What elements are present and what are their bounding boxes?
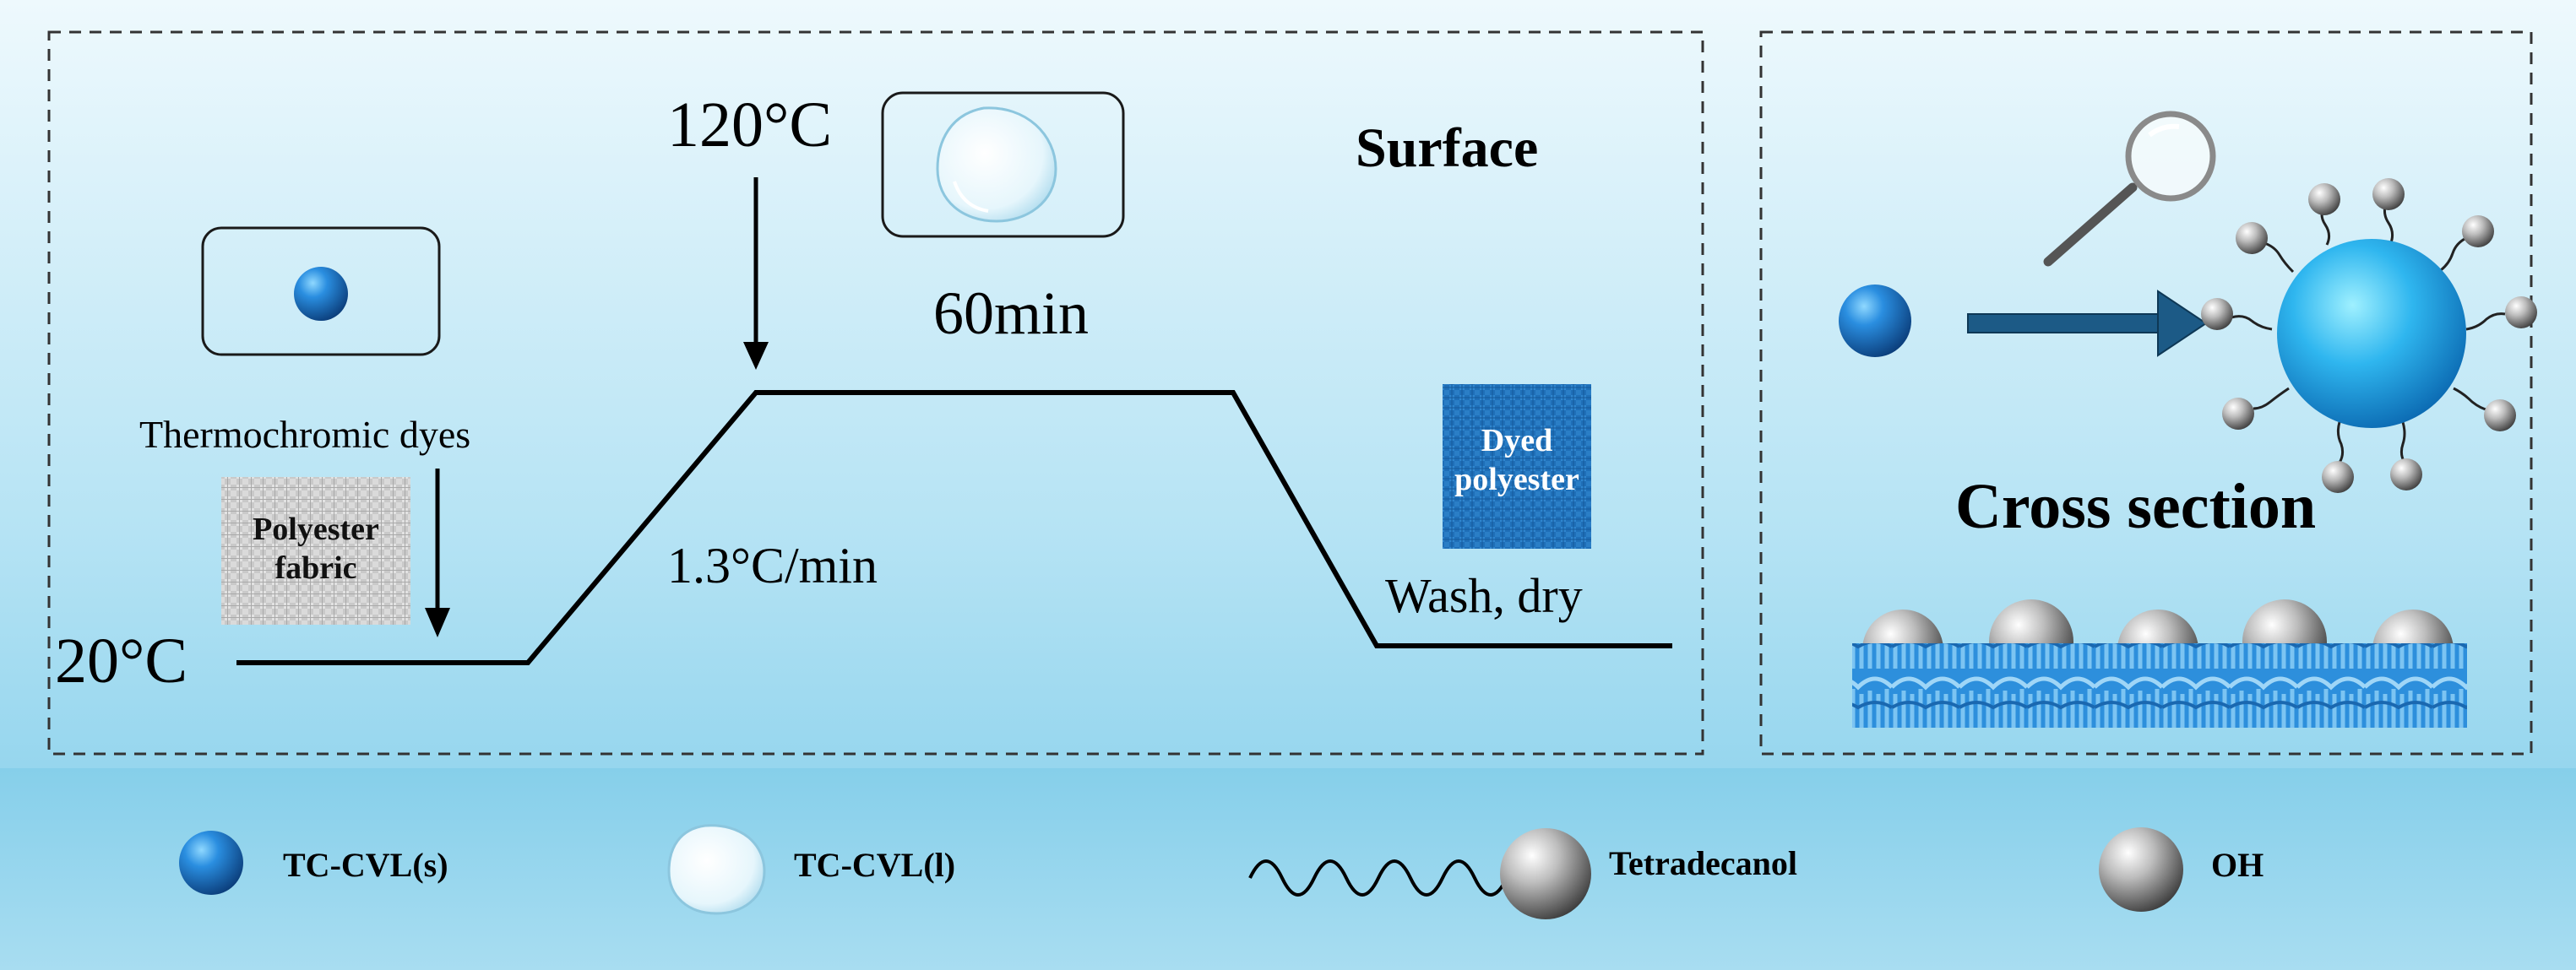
cross-section-panel-border	[1759, 30, 2533, 756]
cross-section-title: Cross section	[1955, 471, 2317, 542]
legend-label-tc-cvl-solid: TC-CVL(s)	[283, 846, 448, 884]
solid-blue-sphere-icon	[179, 831, 243, 895]
solid-blue-sphere-icon	[1839, 284, 1911, 357]
arrow-right-icon	[1967, 290, 2208, 357]
temperature-low-label: 20°C	[55, 626, 188, 696]
legend-label-tetradecanol: Tetradecanol	[1609, 844, 1797, 882]
droplet-box	[881, 91, 1125, 238]
temperature-profile-line	[236, 390, 1672, 665]
polyester-fabric-swatch	[221, 477, 410, 625]
functionalized-sphere-icon	[2201, 178, 2537, 493]
surface-panel-title: Surface	[1356, 117, 1539, 179]
dyed-polyester-label: Dyed polyester	[1454, 423, 1579, 497]
solid-blue-sphere-icon	[294, 267, 348, 321]
arrow-down-icon	[425, 469, 450, 637]
grey-sphere-icon	[2099, 827, 2183, 912]
liquid-droplet-icon	[667, 824, 766, 915]
ramp-rate-label: 1.3°C/min	[667, 538, 878, 593]
hold-time-label: 60min	[933, 279, 1090, 347]
fabric-cross-section	[1852, 599, 2467, 728]
surface-panel-border	[47, 30, 1704, 756]
droplet-highlight	[953, 181, 989, 213]
legend-label-tc-cvl-liquid: TC-CVL(l)	[794, 846, 956, 884]
wash-dry-label: Wash, dry	[1385, 568, 1583, 623]
magnifier-icon	[2043, 111, 2216, 267]
dyed-polyester-swatch	[1443, 384, 1591, 549]
wavy-chain-sphere-icon	[1248, 828, 1591, 919]
polyester-fabric-label: Polyester fabric	[253, 512, 379, 586]
legend-label-oh: OH	[2211, 846, 2264, 884]
dye-box	[201, 226, 441, 356]
arrow-down-icon	[743, 177, 769, 370]
temperature-high-label: 120°C	[667, 89, 833, 160]
dye-label: Thermochromic dyes	[139, 413, 471, 456]
liquid-droplet-icon	[936, 106, 1057, 223]
